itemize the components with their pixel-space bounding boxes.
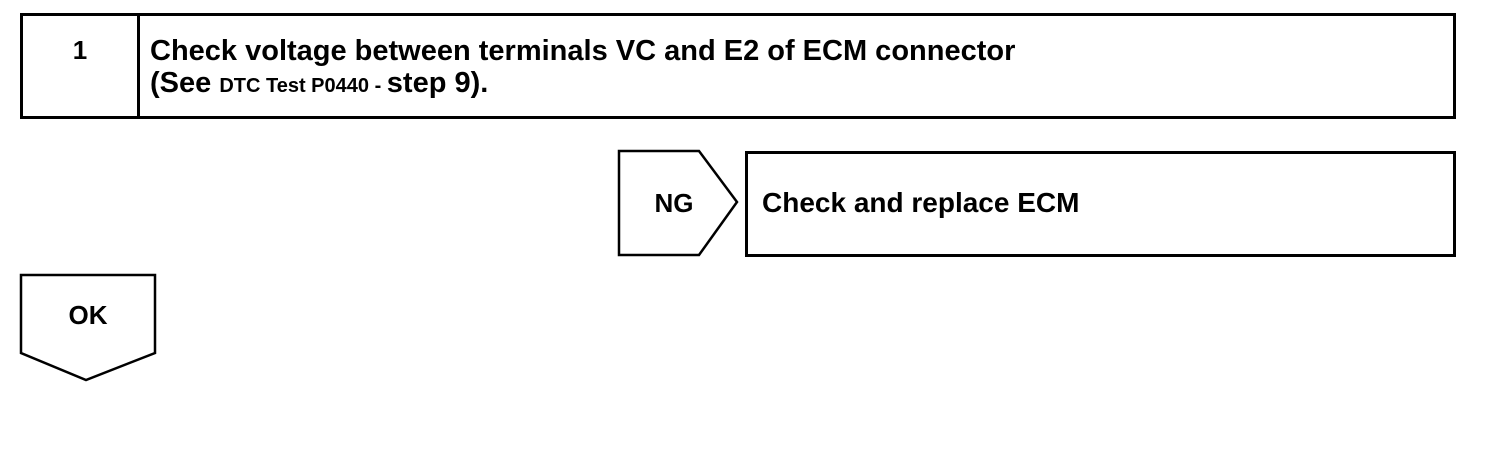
ng-label: NG	[654, 188, 694, 218]
ng-action-box: Check and replace ECM	[745, 151, 1456, 257]
ng-action-text: Check and replace ECM	[762, 187, 1080, 218]
step-instruction-line-2: (See DTC Test P0440 - step 9).	[150, 67, 1015, 102]
step-instruction: Check voltage between terminals VC and E…	[150, 35, 1015, 102]
step-see-suffix: step 9).	[386, 67, 489, 99]
step-reference: DTC Test P0440 -	[219, 75, 387, 97]
step-number-cell: 1	[23, 16, 140, 116]
ok-label: OK	[68, 300, 108, 330]
step-instruction-line-1: Check voltage between terminals VC and E…	[150, 35, 1016, 67]
ng-tag-shape	[617, 149, 739, 257]
step-number: 1	[72, 35, 88, 65]
ok-tag-shape	[19, 273, 157, 382]
step-see-prefix: (See	[150, 67, 220, 99]
step-box: 1 Check voltage between terminals VC and…	[20, 13, 1456, 119]
